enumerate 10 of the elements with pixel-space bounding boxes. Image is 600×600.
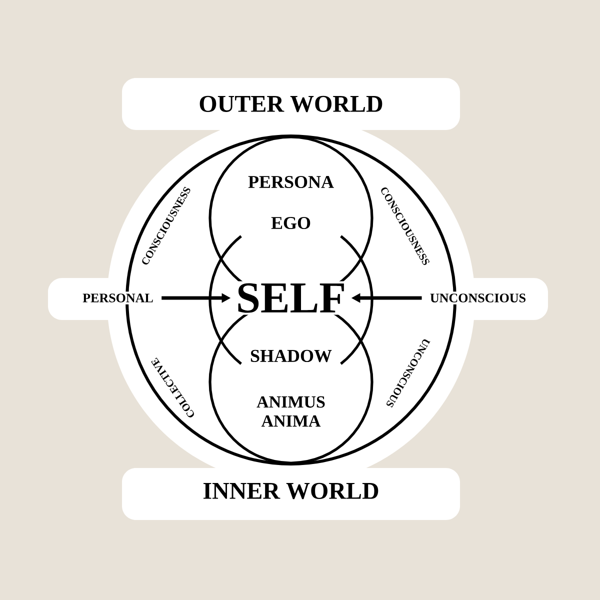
center-label: SELF [234, 281, 348, 315]
heading: INNER WORLD [203, 482, 378, 500]
circle-label: EGO [271, 216, 310, 230]
circle-label: ANIMA [261, 415, 321, 427]
circle-label: ANIMUS [256, 396, 325, 408]
bare-label: UNCONSCIOUS [428, 292, 528, 304]
circle-label: PERSONA [248, 176, 334, 188]
bare-label: PERSONAL [80, 292, 156, 304]
heading: OUTER WORLD [200, 96, 382, 112]
circle-label: SHADOW [250, 350, 332, 362]
